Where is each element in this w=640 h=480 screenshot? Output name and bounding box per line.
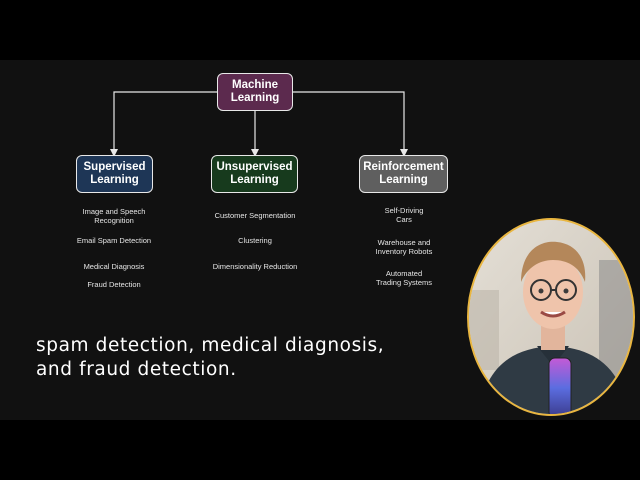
example-clustering: Clustering	[238, 236, 272, 245]
presenter-webcam	[467, 218, 635, 416]
example-self-driving-cars: Self-Driving Cars	[384, 206, 424, 224]
example-automated-trading-systems: Automated Trading Systems	[376, 269, 432, 287]
example-warehouse-inventory-robots: Warehouse and Inventory Robots	[375, 238, 433, 256]
node-reinforcement-learning: Reinforcement Learning	[359, 155, 448, 193]
node-unsupervised-learning: Unsupervised Learning	[211, 155, 298, 193]
example-image-speech-recognition: Image and Speech Recognition	[82, 207, 146, 225]
example-fraud-detection: Fraud Detection	[87, 280, 141, 289]
example-email-spam-detection: Email Spam Detection	[76, 236, 152, 245]
node-machine-learning: Machine Learning	[217, 73, 293, 111]
example-medical-diagnosis: Medical Diagnosis	[83, 262, 145, 271]
example-customer-segmentation: Customer Segmentation	[214, 211, 296, 220]
subtitle-caption: spam detection, medical diagnosis, and f…	[36, 335, 385, 380]
example-dimensionality-reduction: Dimensionality Reduction	[212, 262, 298, 271]
node-supervised-learning: Supervised Learning	[76, 155, 153, 193]
presenter-webcam-image	[469, 220, 633, 414]
